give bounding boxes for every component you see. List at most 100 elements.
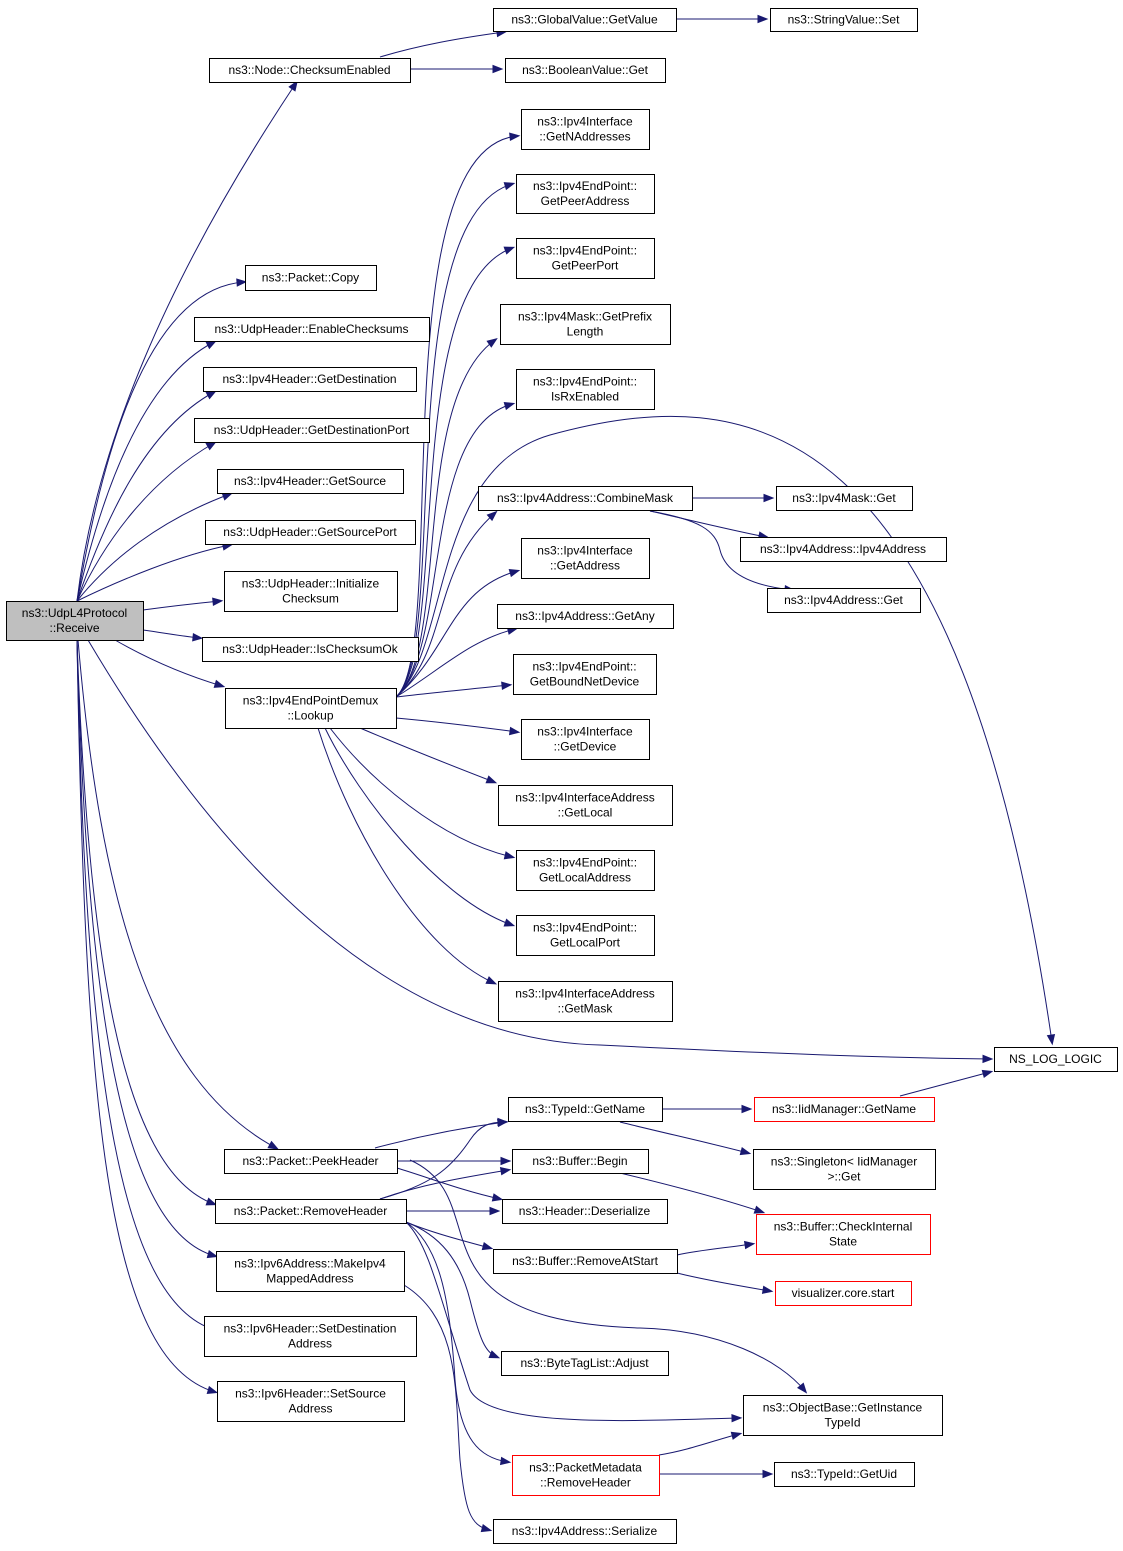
edge-line — [76, 391, 215, 602]
node-vis[interactable]: visualizer.core.start — [775, 1281, 912, 1306]
node-checksumEnabled[interactable]: ns3::Node::ChecksumEnabled — [209, 58, 411, 83]
node-box — [512, 1455, 660, 1496]
edge-line — [619, 1172, 763, 1213]
edge-line — [76, 639, 216, 1257]
node-singleton[interactable]: ns3::Singleton< IidManager>::Get — [753, 1149, 936, 1190]
node-box — [776, 486, 913, 511]
arrowhead-icon — [730, 1431, 743, 1440]
edge-line — [379, 1169, 509, 1200]
node-ifGetAddr[interactable]: ns3::Ipv4Interface::GetAddress — [521, 538, 650, 579]
node-btAdjust[interactable]: ns3::ByteTagList::Adjust — [501, 1351, 669, 1376]
node-label: Address — [288, 1402, 332, 1416]
node-ifDevice[interactable]: ns3::Ipv4Interface::GetDevice — [521, 719, 650, 760]
node-label: ns3::PacketMetadata — [529, 1461, 642, 1475]
node-peek[interactable]: ns3::Packet::PeekHeader — [224, 1149, 398, 1174]
node-maskGet[interactable]: ns3::Ipv4Mask::Get — [776, 486, 913, 511]
node-bufBegin[interactable]: ns3::Buffer::Begin — [512, 1149, 649, 1174]
node-ifNAddr[interactable]: ns3::Ipv4Interface::GetNAddresses — [521, 109, 650, 150]
node-epLocalPort[interactable]: ns3::Ipv4EndPoint::GetLocalPort — [516, 915, 655, 956]
node-bufRemove[interactable]: ns3::Buffer::RemoveAtStart — [493, 1249, 678, 1274]
node-epPeerAddr[interactable]: ns3::Ipv4EndPoint::GetPeerAddress — [516, 174, 655, 214]
edge-peek-to-bufBegin — [397, 1156, 512, 1166]
node-box — [516, 369, 655, 410]
arrowhead-icon — [503, 246, 516, 255]
edge-line — [76, 82, 297, 602]
node-box — [774, 1462, 915, 1487]
arrowhead-icon — [743, 1240, 756, 1250]
node-udpEnable[interactable]: ns3::UdpHeader::EnableChecksums — [194, 317, 430, 342]
arrowhead-icon — [212, 597, 224, 606]
arrowhead-icon — [503, 851, 516, 860]
node-ipv4Src[interactable]: ns3::Ipv4Header::GetSource — [217, 469, 404, 494]
node-label: ns3::Ipv4Interface — [537, 544, 633, 558]
arrowhead-icon — [509, 726, 521, 736]
node-box — [497, 604, 674, 629]
node-epRx[interactable]: ns3::Ipv4EndPoint::IsRxEnabled — [516, 369, 655, 410]
arrowhead-icon — [753, 1205, 766, 1214]
nodes: ns3::UdpL4Protocol::Receive ns3::Node::Ch… — [6, 8, 1118, 1544]
node-pmRemove[interactable]: ns3::PacketMetadata::RemoveHeader — [512, 1455, 660, 1496]
node-epBound[interactable]: ns3::Ipv4EndPoint::GetBoundNetDevice — [513, 654, 657, 695]
edge-line — [76, 639, 216, 1331]
node-globalGetValue[interactable]: ns3::GlobalValue::GetValue — [493, 8, 677, 32]
edge-root-to-checksumEnabled — [76, 80, 298, 602]
node-serialize[interactable]: ns3::Ipv4Address::Serialize — [493, 1519, 677, 1544]
edge-mapped-to-serialize — [403, 1284, 493, 1533]
node-label: IsRxEnabled — [551, 390, 619, 404]
node-combineMask[interactable]: ns3::Ipv4Address::CombineMask — [478, 486, 693, 511]
node-udpSrcPort[interactable]: ns3::UdpHeader::GetSourcePort — [205, 520, 416, 545]
arrowhead-icon — [485, 976, 498, 985]
node-root[interactable]: ns3::UdpL4Protocol::Receive — [6, 601, 144, 641]
node-box — [516, 174, 655, 214]
node-stringSet[interactable]: ns3::StringValue::Set — [770, 8, 918, 32]
node-lookup[interactable]: ns3::Ipv4EndPointDemux::Lookup — [225, 688, 397, 729]
edge-line — [396, 1167, 501, 1200]
node-box — [217, 1381, 405, 1422]
node-boolGet[interactable]: ns3::BooleanValue::Get — [505, 58, 666, 83]
node-ipv4Dest[interactable]: ns3::Ipv4Header::GetDestination — [203, 367, 417, 392]
node-udpOk[interactable]: ns3::UdpHeader::IsChecksumOk — [202, 637, 419, 662]
node-addrGet[interactable]: ns3::Ipv4Address::Get — [767, 588, 921, 613]
node-hdrDeser[interactable]: ns3::Header::Deserialize — [502, 1199, 668, 1224]
node-box — [493, 8, 677, 32]
edge-typeGetName-to-singleton — [619, 1121, 752, 1156]
node-typeGetName[interactable]: ns3::TypeId::GetName — [508, 1097, 663, 1122]
node-ifaLocal[interactable]: ns3::Ipv4InterfaceAddress::GetLocal — [498, 785, 673, 826]
node-box — [521, 719, 650, 760]
node-addrAny[interactable]: ns3::Ipv4Address::GetAny — [497, 604, 674, 629]
edge-pmRemove-to-instTypeId — [658, 1431, 743, 1456]
edge-lookup-to-ifaLocal — [359, 727, 498, 784]
node-addrCtor[interactable]: ns3::Ipv4Address::Ipv4Address — [740, 537, 947, 562]
node-epLocalAddr[interactable]: ns3::Ipv4EndPoint::GetLocalAddress — [516, 850, 655, 891]
edge-line — [114, 639, 223, 687]
arrowhead-icon — [503, 401, 516, 411]
edge-root-to-peek — [77, 639, 279, 1150]
arrowhead-icon — [509, 132, 521, 141]
edge-line — [324, 727, 513, 926]
edge-line — [76, 442, 215, 602]
arrowhead-icon — [503, 182, 516, 191]
edge-combineMask-to-maskGet — [692, 493, 775, 503]
edge-line — [76, 639, 215, 1205]
node-epPeerPort[interactable]: ns3::Ipv4EndPoint::GetPeerPort — [516, 238, 655, 279]
node-ifaMask[interactable]: ns3::Ipv4InterfaceAddress::GetMask — [498, 981, 673, 1022]
node-iidGetName[interactable]: ns3::IidManager::GetName — [754, 1097, 935, 1122]
node-typeUid[interactable]: ns3::TypeId::GetUid — [774, 1462, 915, 1487]
node-removeHdr[interactable]: ns3::Packet::RemoveHeader — [215, 1199, 407, 1224]
edge-line — [405, 1221, 491, 1249]
node-label: ns3::Ipv6Header::SetSource — [235, 1387, 386, 1401]
node-pktCopy[interactable]: ns3::Packet::Copy — [245, 265, 377, 291]
node-box — [215, 1199, 407, 1224]
node-label: ::GetNAddresses — [539, 130, 630, 144]
node-nsLog[interactable]: NS_LOG_LOGIC — [994, 1047, 1118, 1072]
edge-line — [658, 1433, 740, 1456]
node-udpDestPort[interactable]: ns3::UdpHeader::GetDestinationPort — [194, 418, 430, 443]
node-box — [225, 688, 397, 729]
